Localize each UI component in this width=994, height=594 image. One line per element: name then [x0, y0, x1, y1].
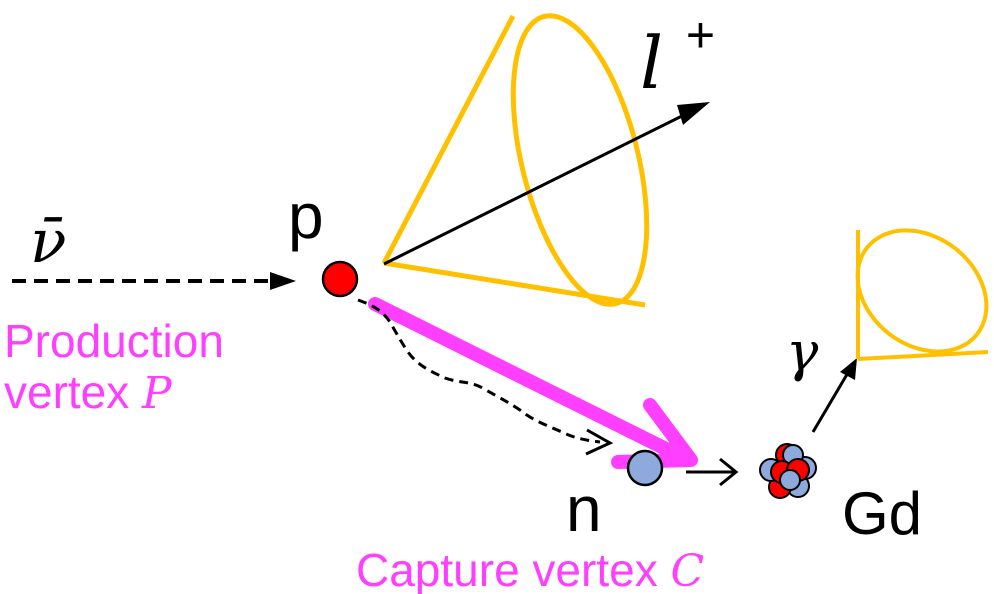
production-vertex-text: vertex	[4, 366, 142, 418]
gamma-cone	[834, 205, 994, 376]
neutrino-label: ν̄	[30, 207, 66, 277]
positron-cone	[384, 2, 672, 317]
lepton-symbol: l	[640, 21, 663, 105]
production-vertex-var: P	[141, 368, 173, 419]
capture-vertex-var: C	[670, 546, 704, 594]
production-vertex-line2: vertex P	[4, 366, 173, 419]
gamma-label: γ	[786, 320, 819, 383]
vertex-arrow-shaft	[375, 304, 678, 455]
proton-label: p	[288, 180, 324, 252]
neutron-label: n	[566, 473, 602, 545]
capture-vertex-label: Capture vertex C	[356, 544, 704, 594]
lepton-sign: +	[686, 7, 715, 63]
gamma-arrowhead	[840, 358, 857, 380]
gamma-track	[813, 371, 849, 432]
neutron-ball	[628, 451, 662, 485]
positron-arrowhead	[677, 102, 710, 125]
production-vertex-line1: Production	[4, 315, 224, 367]
proton-ball	[323, 262, 357, 296]
neutrino-arrowhead	[270, 272, 296, 290]
gd-nucleus	[760, 444, 816, 498]
capture-vertex-text: Capture vertex	[356, 544, 670, 594]
lepton-label: l +	[640, 7, 715, 105]
gd-label: Gd	[842, 480, 922, 547]
